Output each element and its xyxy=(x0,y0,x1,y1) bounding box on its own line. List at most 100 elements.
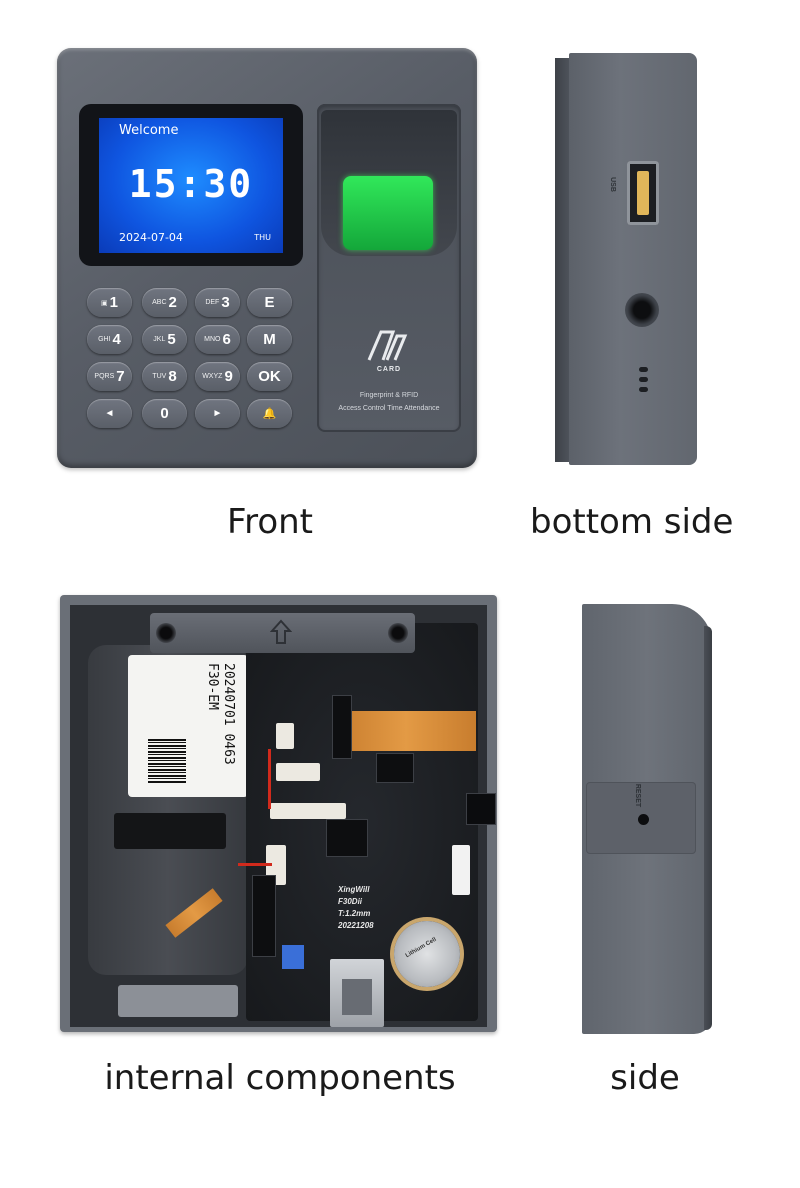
caption-internal-components: internal components xyxy=(104,1058,456,1098)
card-logo-icon xyxy=(367,330,408,361)
circuit-board: XingWill F30Dii T:1.2mm 20221208 Lithium… xyxy=(238,623,496,1027)
caption-side: side xyxy=(610,1058,680,1098)
key-right[interactable]: ► xyxy=(195,399,240,428)
lcd-day: THU xyxy=(254,233,271,242)
fingerprint-recess xyxy=(321,110,457,256)
vent-slot xyxy=(639,387,648,392)
key-bell[interactable]: 🔔 xyxy=(247,399,292,428)
key-sub: ABC xyxy=(152,299,167,306)
battery-text: Lithium Cell xyxy=(404,936,438,960)
mounting-bracket xyxy=(150,613,415,653)
envelope-icon: ▣ xyxy=(101,299,108,307)
key-label: E xyxy=(264,294,275,311)
key-label: 0 xyxy=(160,405,169,422)
arrow-up-icon xyxy=(270,619,292,644)
wire-connector xyxy=(276,763,320,781)
pcb-brand: XingWill xyxy=(338,885,370,894)
key-label: 3 xyxy=(221,294,230,311)
usb-contact xyxy=(637,171,649,215)
case-edge xyxy=(704,626,712,1030)
key-0[interactable]: 0 xyxy=(142,399,187,428)
pcb-thickness: T:1.2mm xyxy=(338,909,371,918)
arrow-right-icon: ► xyxy=(212,408,223,419)
vent-slot xyxy=(639,377,648,382)
bell-icon: 🔔 xyxy=(262,408,277,420)
usb-port[interactable] xyxy=(627,161,659,225)
pcb-model: F30Dii xyxy=(338,897,363,906)
side-device: RESET xyxy=(582,604,712,1034)
key-1[interactable]: ▣1 xyxy=(87,288,132,317)
key-label: OK xyxy=(258,368,281,385)
key-sub: GHI xyxy=(98,336,111,343)
reset-label: RESET xyxy=(634,783,642,808)
sensor-block xyxy=(114,813,226,849)
key-label: M xyxy=(263,331,276,348)
coin-battery: Lithium Cell xyxy=(394,921,460,987)
sticker-serial: 20240701 0463 xyxy=(221,663,236,765)
relay-block xyxy=(466,793,496,825)
lcd-date: 2024-07-04 xyxy=(119,231,183,244)
fingerprint-panel: CARD Fingerprint & RFID Access Control T… xyxy=(317,104,461,432)
key-sub: WXYZ xyxy=(202,373,223,380)
key-sub: DEF xyxy=(205,299,220,306)
key-label: 5 xyxy=(167,331,176,348)
vent-slot xyxy=(639,367,648,372)
key-e[interactable]: E xyxy=(247,288,292,317)
product-label-line1: Fingerprint & RFID xyxy=(359,392,419,399)
screen-bezel: Welcome 15:30 2024-07-04 THU xyxy=(79,104,303,266)
case-cavity: 20240701 0463 F30-EM XingWill F30Dii T:1… xyxy=(70,605,496,1027)
sticker-model: F30-EM xyxy=(205,663,220,710)
screw xyxy=(156,623,176,643)
pin-header xyxy=(452,845,470,895)
mcu-chip xyxy=(326,819,368,857)
key-sub: PQRS xyxy=(94,373,115,380)
key-ok[interactable]: OK xyxy=(247,362,292,391)
ribbon-cable xyxy=(336,711,476,751)
speaker xyxy=(118,985,238,1017)
reset-button[interactable] xyxy=(638,814,649,825)
card-logo-text: CARD xyxy=(376,366,402,373)
screw xyxy=(388,623,408,643)
key-sub: MNO xyxy=(204,336,221,343)
case-edge xyxy=(555,58,571,462)
wire-connector xyxy=(270,803,346,819)
connector-chip xyxy=(332,695,352,759)
lcd-welcome: Welcome xyxy=(119,123,179,138)
key-label: 2 xyxy=(168,294,177,311)
serial-sticker: 20240701 0463 F30-EM xyxy=(128,655,248,797)
key-label: 9 xyxy=(224,368,233,385)
arrow-left-icon: ◄ xyxy=(104,408,115,419)
ic-chip xyxy=(376,753,414,783)
red-wire xyxy=(268,749,271,809)
caption-front: Front xyxy=(227,502,313,542)
usb-label: USB xyxy=(608,177,616,192)
key-m[interactable]: M xyxy=(247,325,292,354)
reset-panel: RESET xyxy=(586,782,696,854)
lcd-time: 15:30 xyxy=(128,162,254,206)
fingerprint-sensor[interactable] xyxy=(343,176,433,250)
pcb-date: 20221208 xyxy=(338,921,374,930)
key-label: 8 xyxy=(168,368,177,385)
internal-usb-jack xyxy=(330,959,384,1027)
key-sub: JKL xyxy=(153,336,166,343)
flex-connector xyxy=(252,875,276,957)
key-label: 1 xyxy=(109,294,118,311)
dip-switch xyxy=(282,945,304,969)
key-left[interactable]: ◄ xyxy=(87,399,132,428)
key-sub: TUV xyxy=(152,373,167,380)
bottom-side-device: USB xyxy=(555,48,705,468)
internal-view: 20240701 0463 F30-EM XingWill F30Dii T:1… xyxy=(60,595,497,1032)
key-label: 7 xyxy=(116,368,125,385)
usb-jack-slot xyxy=(342,979,372,1015)
key-label: 4 xyxy=(112,331,121,348)
